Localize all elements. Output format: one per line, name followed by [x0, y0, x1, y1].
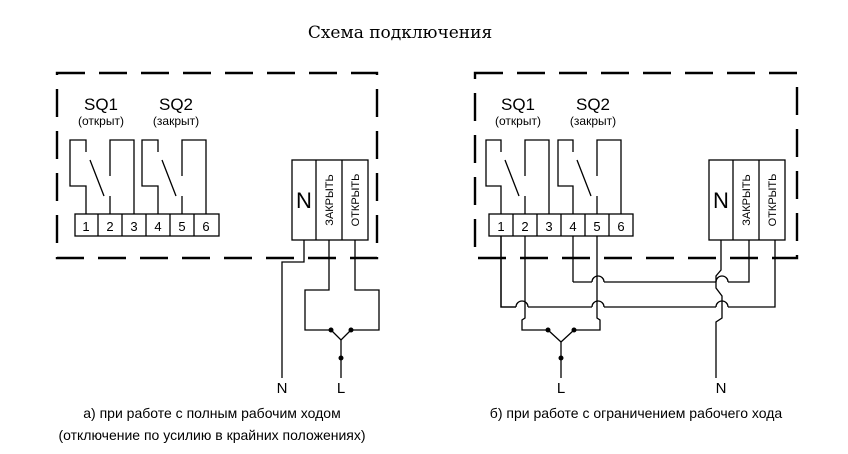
caption-b: б) при работе с ограничением рабочего хо… [490, 405, 783, 421]
wire-n-b: N [716, 380, 727, 397]
terminal-1-a: 1 [82, 219, 89, 234]
actuator-close-b: ЗАКРЫТЬ [741, 174, 753, 225]
terminal-4-b: 4 [569, 219, 576, 234]
actuator-n-a: N [296, 188, 312, 213]
actuator-close-a: ЗАКРЫТЬ [324, 174, 336, 225]
actuator-block-b: N ЗАКРЫТЬ ОТКРЫТЬ [708, 159, 786, 241]
terminal-6-b: 6 [617, 219, 624, 234]
terminal-block-b: 1 2 3 4 5 6 [488, 213, 634, 237]
diagram-title: Схема подключения [308, 23, 492, 43]
sq1-switch-b [485, 139, 550, 214]
sq1-switch-a [69, 139, 135, 214]
terminal-4-a: 4 [154, 219, 161, 234]
actuator-open-b: ОТКРЫТЬ [767, 174, 779, 227]
actuator-open-a: ОТКРЫТЬ [350, 174, 362, 227]
wiring-b [500, 236, 776, 378]
sq2-switch-b [557, 139, 622, 214]
sq1-state-b: (открыт) [495, 114, 541, 128]
terminal-2-b: 2 [521, 219, 528, 234]
actuator-n-b: N [713, 188, 729, 213]
sq2-switch-a [141, 139, 207, 214]
sq2-label-a: SQ2 [159, 95, 193, 114]
sq1-state-a: (открыт) [78, 114, 124, 128]
terminal-1-b: 1 [497, 219, 504, 234]
wiring-a [281, 240, 380, 378]
terminal-3-b: 3 [545, 219, 552, 234]
sq2-label-b: SQ2 [576, 95, 610, 114]
wire-l-a: L [337, 380, 345, 397]
terminal-block-a: 1 2 3 4 5 6 [74, 213, 220, 237]
terminal-3-a: 3 [130, 219, 137, 234]
caption-a-line1: а) при работе с полным рабочим ходом [83, 405, 340, 421]
actuator-block-a: N ЗАКРЫТЬ ОТКРЫТЬ [291, 159, 369, 241]
diagram-b: SQ1 (открыт) SQ2 (закрыт) 1 2 3 4 [473, 71, 799, 421]
wire-n-a: N [277, 380, 288, 397]
caption-a-line2: (отключение по усилию в крайних положени… [58, 427, 365, 443]
terminal-5-b: 5 [593, 219, 600, 234]
sq1-label-b: SQ1 [501, 95, 535, 114]
terminal-5-a: 5 [178, 219, 185, 234]
sq2-state-b: (закрыт) [570, 114, 616, 128]
sq1-label-a: SQ1 [84, 95, 118, 114]
sq2-state-a: (закрыт) [153, 114, 199, 128]
diagram-a: SQ1 (открыт) SQ2 (закрыт) 1 2 [55, 71, 380, 443]
terminal-6-a: 6 [202, 219, 209, 234]
terminal-2-a: 2 [106, 219, 113, 234]
wire-l-b: L [557, 380, 565, 397]
